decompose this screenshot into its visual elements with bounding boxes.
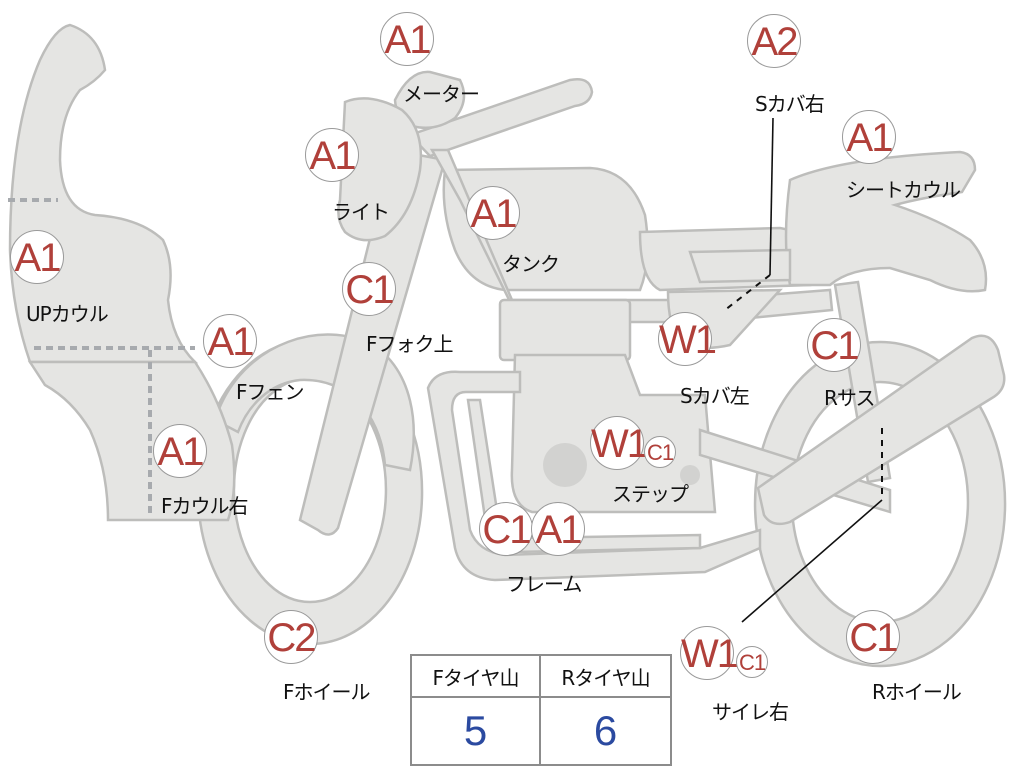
muffler-right-grade-badge-2: C1: [736, 646, 768, 678]
s-cover-left-label: Sカバ左: [680, 384, 750, 408]
handlebar-shape: [407, 78, 594, 158]
light-grade-badge: A1: [305, 128, 359, 182]
f-wheel-grade-badge: C2: [264, 610, 318, 664]
tank-label: タンク: [502, 252, 560, 276]
frame-grade-badge-2: A1: [531, 502, 585, 556]
front-tire-value: 5: [412, 698, 541, 764]
f-fork-upper-grade-badge: C1: [342, 262, 396, 316]
f-wheel-label: Fホイール: [283, 680, 371, 704]
r-wheel-grade-badge: C1: [846, 610, 900, 664]
f-cowl-right-grade-badge: A1: [153, 424, 207, 478]
up-cowl-grade-badge: A1: [10, 230, 64, 284]
step-grade-badge-2: C1: [644, 436, 676, 468]
f-cowl-right-label: Fカウル右: [161, 494, 249, 518]
lower-frame-shape: [426, 370, 762, 582]
leader-s-cover-right: [769, 117, 774, 276]
meter-label: メーター: [403, 82, 480, 106]
seat-cowl-grade-badge: A1: [842, 110, 896, 164]
up-cowl-label: UPカウル: [26, 302, 109, 326]
s-cover-left-grade-badge: W1: [658, 312, 717, 366]
muffler-right-label: サイレ右: [712, 700, 789, 724]
front-tire-header: Fタイヤ山: [412, 656, 541, 698]
step-grade-badge: W1: [590, 416, 649, 470]
tank-grade-badge: A1: [466, 186, 520, 240]
front-cowl-right-shape: [27, 360, 236, 522]
r-suspension-grade-badge: C1: [807, 318, 861, 372]
side-cover-right-shape: [688, 248, 792, 284]
leader-muffler-line: [741, 499, 883, 623]
headlight-shape: [337, 97, 423, 242]
r-wheel-label: Rホイール: [872, 680, 962, 704]
seat-cowl-label: シートカウル: [846, 178, 961, 202]
engine-top-shape: [498, 298, 632, 362]
tire-tread-table: Fタイヤ山 Rタイヤ山 5 6: [410, 654, 672, 766]
s-cover-right-label: Sカバ右: [755, 92, 825, 116]
light-label: ライト: [332, 200, 390, 224]
s-cover-right-grade-badge: A2: [747, 14, 801, 68]
r-suspension-label: Rサス: [824, 386, 875, 410]
muffler-right-grade-badge: W1: [680, 626, 739, 680]
frame-grade-badge: C1: [479, 502, 533, 556]
f-fender-label: Fフェン: [236, 380, 305, 404]
front-fork-shape: [298, 148, 447, 536]
step-label: ステップ: [612, 482, 689, 506]
f-fender-grade-badge: A1: [203, 314, 257, 368]
rear-tire-header: Rタイヤ山: [541, 656, 670, 698]
frame-label: フレーム: [506, 572, 582, 596]
rear-tire-value: 6: [593, 707, 618, 754]
seat-cowl-shape: [784, 150, 988, 293]
meter-grade-badge: A1: [380, 12, 434, 66]
f-fork-upper-label: Fフォク上: [366, 332, 454, 356]
leader-s-cover-right-dash: [724, 274, 771, 311]
